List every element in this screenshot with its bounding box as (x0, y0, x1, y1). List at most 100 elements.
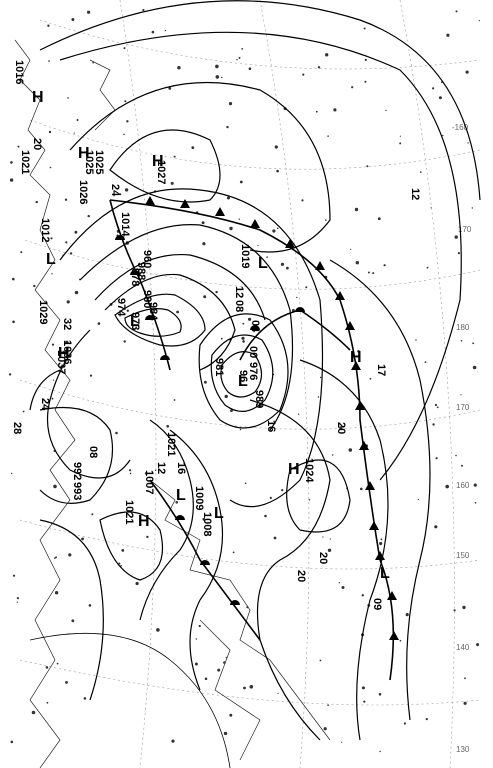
station-dot (202, 242, 206, 246)
cold-front-pip (359, 441, 369, 450)
isobar-label: 973 (129, 312, 141, 330)
station-dot (417, 498, 419, 501)
grid-label-lon: 170 (456, 403, 470, 412)
station-dot (460, 394, 462, 396)
isobar-label: 12 (155, 462, 167, 474)
warm-front-pip (200, 560, 210, 565)
station-dot (317, 396, 320, 398)
station-dot (229, 713, 233, 717)
station-dot (55, 556, 57, 559)
station-dot (87, 10, 91, 14)
station-dot (274, 145, 278, 149)
station-dot (46, 701, 49, 704)
station-dot (195, 638, 197, 640)
station-dot (203, 295, 207, 299)
station-dot (170, 181, 174, 185)
station-dot (12, 574, 16, 577)
station-dot (403, 722, 406, 725)
high-value-label: 1024 (303, 458, 315, 483)
station-dot (399, 639, 402, 642)
isobar-label: 1021 (19, 150, 31, 174)
station-dot (156, 628, 160, 632)
station-dot (71, 619, 75, 623)
station-dot (20, 251, 23, 254)
high-symbol: H (32, 89, 44, 106)
station-dot (323, 727, 327, 731)
station-dot (462, 605, 466, 610)
station-dot (48, 130, 52, 134)
station-dot (436, 406, 439, 409)
station-dot (226, 125, 229, 129)
station-dot (227, 196, 230, 200)
station-dot (379, 750, 381, 753)
station-dot (123, 340, 126, 343)
cold-front-pip (365, 481, 375, 490)
high-symbol: H (78, 145, 90, 162)
station-dot (126, 120, 129, 123)
station-dot (354, 207, 359, 212)
isobar-label: 20 (335, 422, 347, 434)
station-dot (276, 227, 279, 230)
station-dot (241, 48, 244, 50)
station-dot (455, 10, 458, 13)
station-dot (298, 413, 300, 415)
pressure-systems: H 1016 H 1025 H 1027 L 1012 L 1019 L 974… (13, 60, 390, 582)
station-dot (217, 668, 221, 672)
station-dot (248, 317, 252, 321)
station-dot (228, 102, 233, 106)
cold-front-pip (315, 261, 325, 270)
low-value-label: 1009 (193, 486, 205, 510)
station-dot (144, 472, 148, 475)
station-dot (272, 229, 276, 233)
isobar-label: 32 (61, 318, 73, 330)
station-dot (426, 266, 429, 269)
station-dot (246, 606, 249, 609)
station-dot (65, 340, 69, 344)
station-dot (266, 256, 268, 258)
station-dot (319, 376, 322, 379)
station-dot (47, 24, 50, 27)
station-dot (221, 76, 223, 79)
station-dot (12, 320, 15, 324)
station-dot (399, 142, 402, 145)
high-symbol: H (288, 461, 300, 478)
grid-label-lon: 160 (456, 481, 470, 490)
station-dot (464, 677, 466, 680)
isobar-label: 989 (253, 390, 265, 408)
isobar-label: 1036 (61, 340, 73, 364)
station-dot (54, 557, 56, 559)
cold-front-pip (250, 219, 260, 228)
station-dot (126, 309, 129, 312)
isobar-label: 1021 (165, 432, 177, 456)
station-dot (476, 643, 480, 647)
station-dot (445, 484, 450, 489)
low-symbol: L (238, 373, 248, 390)
station-dot (276, 169, 279, 173)
isobar-label: 960 (141, 250, 153, 268)
station-dot (363, 27, 366, 30)
station-dot (435, 457, 438, 460)
cold-front-pip (345, 321, 355, 330)
isobar-label: 17 (375, 364, 387, 376)
station-dot (277, 692, 279, 695)
station-dot (204, 380, 207, 384)
station-dot (383, 264, 386, 267)
station-dot (97, 322, 101, 325)
station-dot (366, 165, 369, 168)
station-dot (51, 397, 54, 400)
station-dot (432, 87, 435, 90)
station-dot (31, 710, 36, 715)
isobar-label: 12 (409, 188, 421, 200)
station-dot (301, 199, 304, 202)
station-dot (87, 214, 90, 218)
station-dot (81, 537, 84, 541)
station-dot (120, 565, 122, 567)
station-dot (173, 155, 176, 158)
station-dot (175, 501, 178, 504)
low-symbol: L (380, 565, 390, 582)
station-dot (341, 586, 345, 589)
station-dot (249, 685, 254, 689)
station-dot (121, 549, 125, 552)
station-dot (124, 100, 127, 103)
station-dot (11, 472, 13, 475)
